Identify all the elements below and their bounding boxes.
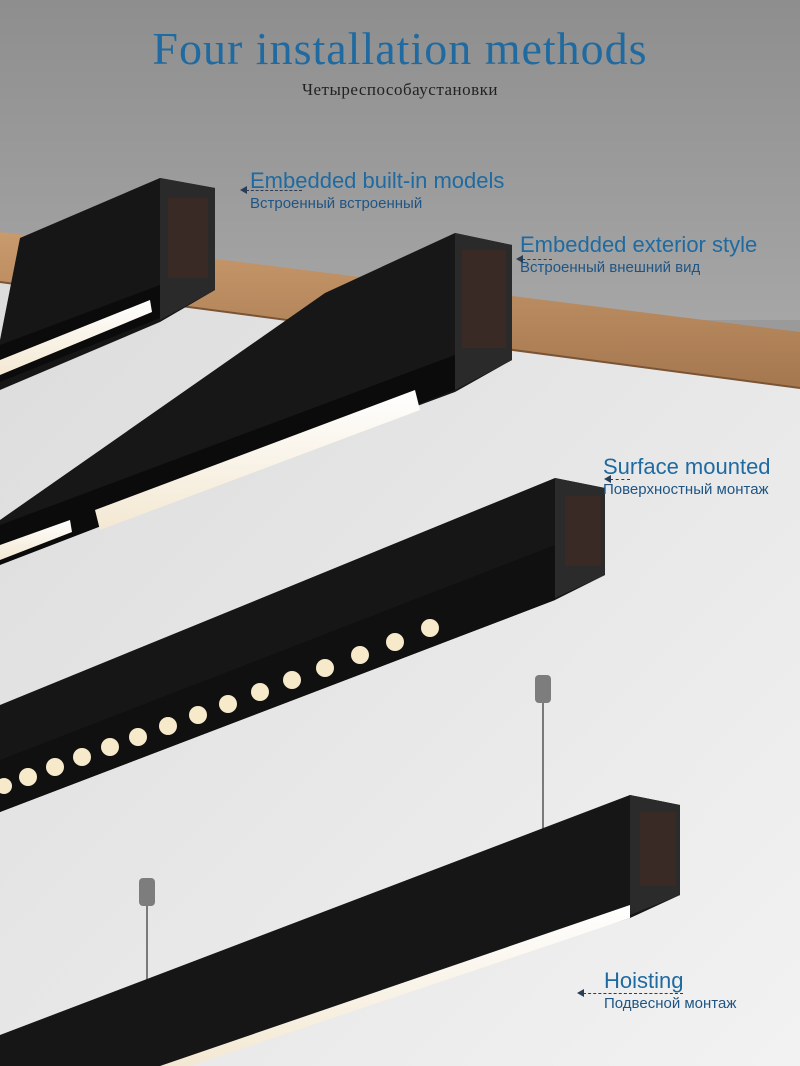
profile-embedded-built-in [0,178,215,390]
pointer-arrow [577,989,683,997]
method-embedded-built-in: Embedded built-in models Встроенный встр… [250,168,504,214]
page-title: Four installation methods [152,23,648,74]
method-title: Hoisting [604,968,684,993]
pointer-arrow [240,186,302,194]
method-surface-mounted: Surface mounted Поверхностный монтаж [603,454,771,500]
method-subtitle: Поверхностный монтаж [603,481,769,498]
profile-embedded-exterior [0,233,512,565]
page-subtitle: Четыреспособаустановки [301,80,499,99]
method-title: Surface mounted [603,454,771,479]
method-embedded-exterior: Embedded exterior style Встроенный внешн… [520,232,757,278]
method-hoisting: Hoisting Подвесной монтаж [604,968,736,1014]
pointer-arrow [604,475,630,483]
profile-hoisting [0,675,680,1066]
method-title: Embedded built-in models [250,168,505,193]
profile-surface-mounted [0,478,605,812]
method-subtitle: Встроенный встроенный [250,195,423,212]
method-title: Embedded exterior style [520,232,758,257]
method-subtitle: Встроенный внешний вид [520,259,701,276]
spot-lights [0,619,439,794]
method-subtitle: Подвесной монтаж [604,995,737,1012]
pointer-arrow [516,255,552,263]
